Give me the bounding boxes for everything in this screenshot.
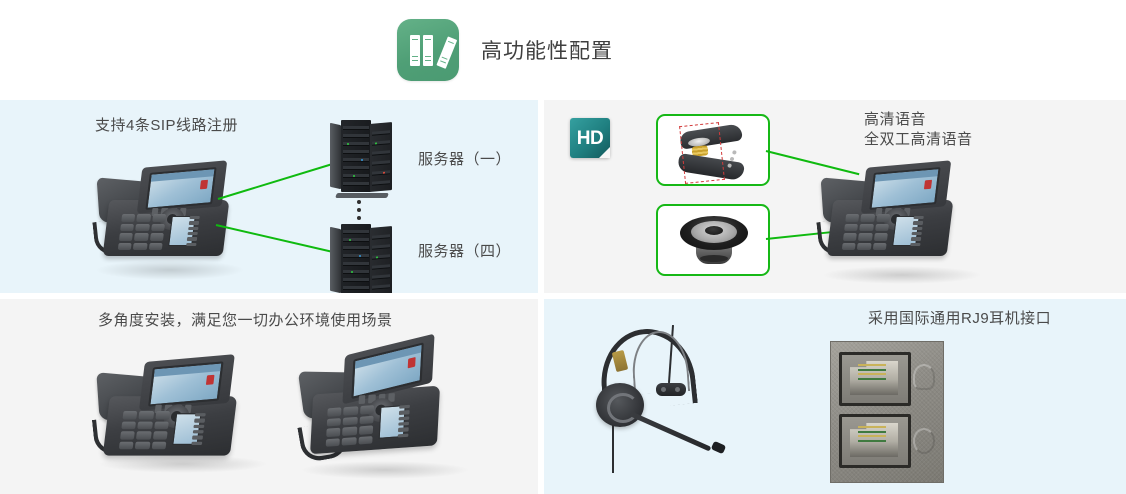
headset-cable-lower xyxy=(612,425,614,473)
server-body-secondary xyxy=(370,226,392,293)
phone-shadow xyxy=(95,260,245,280)
header-inner: 高功能性配置 xyxy=(397,19,613,81)
server-body-secondary xyxy=(370,122,392,192)
callout-handset-box xyxy=(656,114,770,186)
server-1-label: 服务器（一） xyxy=(418,151,512,168)
hd-badge-label: HD xyxy=(576,127,604,149)
server-body xyxy=(341,224,371,293)
server-rack-1 xyxy=(330,120,392,198)
server-body xyxy=(341,120,371,192)
speaker-dust-cap xyxy=(705,226,723,235)
panel-rj9-title: 采用国际通用RJ9耳机接口 xyxy=(868,310,1052,327)
book-spine-3-tilted xyxy=(436,36,458,69)
handset-highlight-marker xyxy=(679,122,725,184)
phone-lcd-indicator xyxy=(205,374,215,385)
callout-speaker-box xyxy=(656,204,770,276)
panel-multi-angle-title: 多角度安装，满足您一切办公环境使用场景 xyxy=(98,312,393,329)
rj9-jack-headset-port xyxy=(839,414,911,468)
phone-lcd-indicator xyxy=(407,356,416,369)
hd-voice-title-line1: 高清语音 xyxy=(864,111,927,128)
phone-lcd-indicator xyxy=(923,179,933,190)
ip-phone-hd xyxy=(816,158,966,268)
rj9-jack-photo xyxy=(830,341,944,483)
headset-ear-cup xyxy=(596,383,644,427)
phone-keypad xyxy=(118,411,171,450)
server-door xyxy=(330,122,341,190)
ip-phone-high-angle xyxy=(292,333,459,467)
ip-phone-low-angle xyxy=(91,352,251,469)
headset xyxy=(586,324,736,475)
server-base xyxy=(335,193,389,198)
headset-microphone xyxy=(710,440,727,455)
rj9-jack-pins xyxy=(858,426,886,442)
server-door xyxy=(330,226,341,293)
server-rack-4 xyxy=(330,224,392,293)
phone-shadow-right xyxy=(300,461,470,479)
page-header: 高功能性配置 xyxy=(0,0,1126,100)
phone-lcd xyxy=(148,361,224,407)
server-4-label: 服务器（四） xyxy=(418,243,512,260)
panel-sip-lines-title: 支持4条SIP线路注册 xyxy=(95,117,239,134)
headset-boom-arm xyxy=(628,411,712,452)
hd-badge-fold xyxy=(599,147,610,158)
rj9-jack-pins xyxy=(858,364,886,380)
phone-shadow xyxy=(822,266,982,284)
headset-cable-clip xyxy=(656,383,686,396)
phone-keypad xyxy=(325,405,375,447)
continuation-dots xyxy=(357,200,361,220)
panel-hd-voice: HD 高清语音 全双工高清语音 xyxy=(544,100,1126,293)
phone-side-keys xyxy=(397,404,410,438)
phone-keypad xyxy=(117,214,167,250)
feature-panel-grid: 支持4条SIP线路注册 xyxy=(0,100,1126,494)
panel-rj9-headset: 采用国际通用RJ9耳机接口 xyxy=(544,299,1126,494)
handset-symbol-emboss xyxy=(913,364,935,390)
books-icon xyxy=(397,19,459,81)
phone-keypad xyxy=(841,214,891,250)
panel-multi-angle: 多角度安装，满足您一切办公环境使用场景 xyxy=(0,299,538,494)
ip-phone xyxy=(92,158,242,268)
panel-sip-lines: 支持4条SIP线路注册 xyxy=(0,100,538,293)
book-spine-1 xyxy=(410,35,420,66)
phone-lcd xyxy=(145,167,217,210)
phone-lcd-indicator xyxy=(199,179,209,190)
page-title: 高功能性配置 xyxy=(481,40,613,63)
book-spine-2 xyxy=(423,35,433,66)
phone-shadow-left xyxy=(98,455,268,473)
hd-voice-title-line2: 全双工高清语音 xyxy=(864,131,973,148)
phone-lcd xyxy=(869,167,941,210)
hd-badge-icon: HD xyxy=(570,118,610,158)
headset-symbol-emboss xyxy=(913,428,935,454)
rj9-jack-handset-port xyxy=(839,352,911,406)
